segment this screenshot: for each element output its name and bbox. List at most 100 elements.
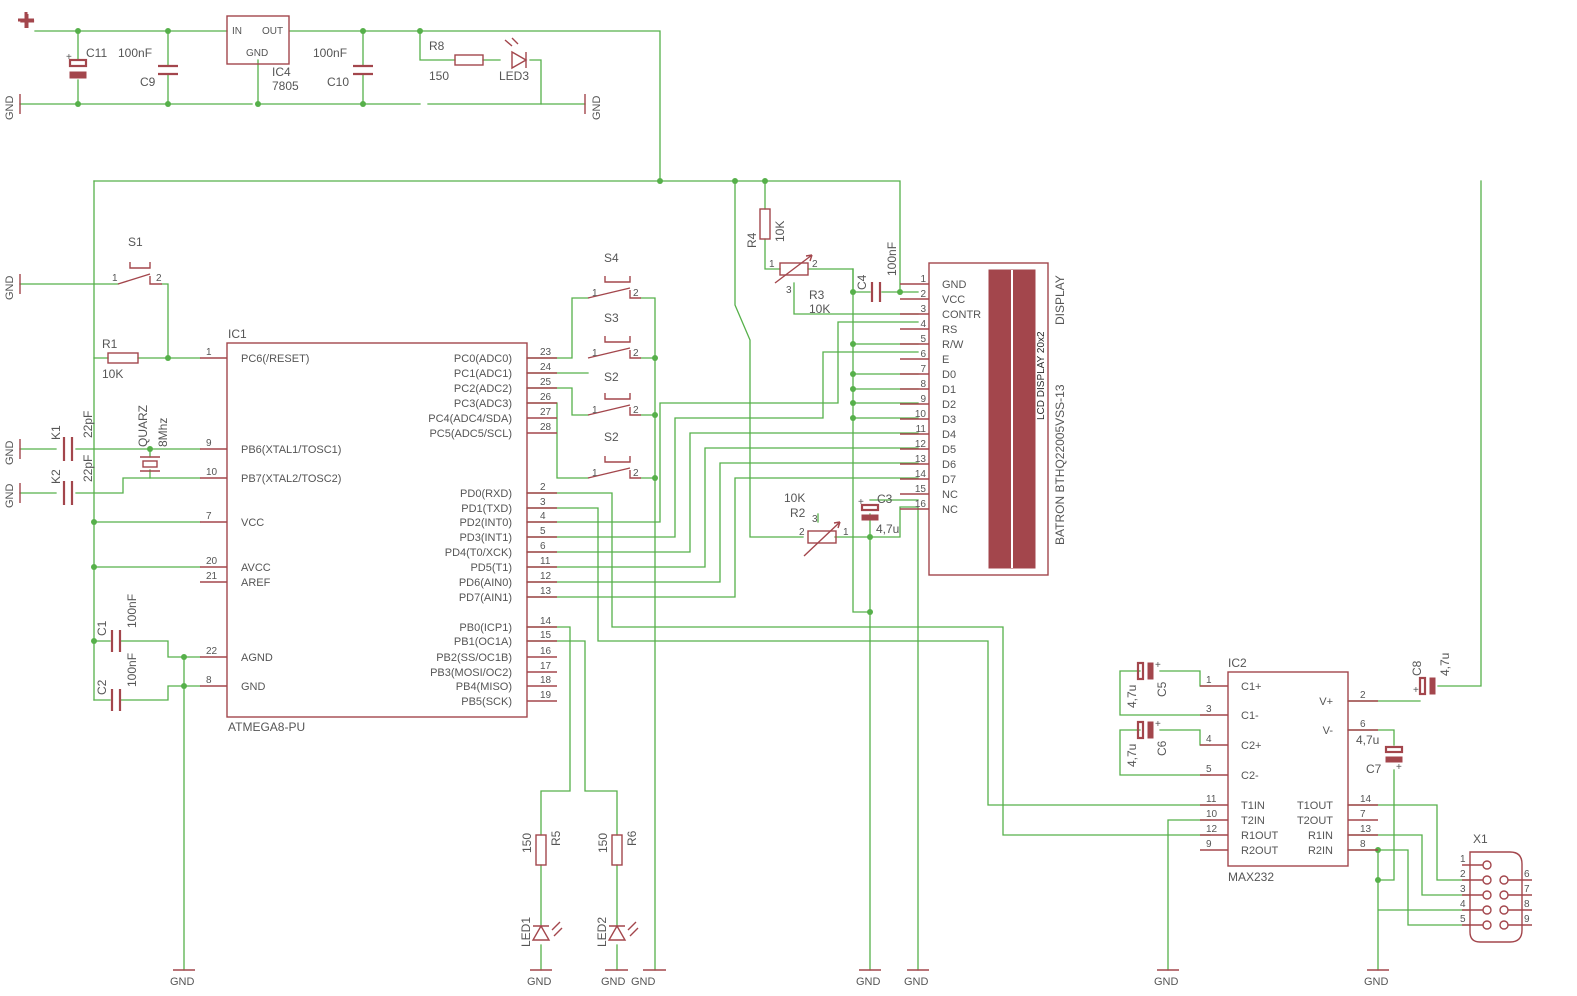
svg-text:10K: 10K [809, 302, 830, 316]
svg-text:2: 2 [633, 405, 639, 416]
ic2-pin-name: R2OUT [1241, 845, 1279, 857]
svg-text:150: 150 [429, 69, 449, 83]
c8-capacitor: + C8 4,7u [1410, 653, 1452, 696]
svg-text:2: 2 [633, 288, 639, 299]
ic2-pin-number: 8 [1360, 839, 1366, 850]
ic1-pin-name: PB5(SCK) [461, 696, 512, 708]
ic1-pin-name: PC4(ADC4/SDA) [428, 413, 512, 425]
x1-pin-circle [1499, 890, 1509, 900]
ic1-pin-number: 22 [206, 646, 218, 657]
svg-text:10K: 10K [773, 221, 787, 242]
ic2-pin-number: 9 [1206, 839, 1212, 850]
ic2-pin-name: T2IN [1241, 815, 1265, 827]
ic1-pin-number: 7 [206, 511, 212, 522]
svg-text:S1: S1 [128, 235, 143, 249]
quartz-crystal: QUARZ 8Mhz [136, 405, 170, 472]
ic1-pin-name: PB1(OC1A) [454, 636, 512, 648]
led1-diode: LED1 [519, 917, 563, 947]
ic1-pin-name: PD0(RXD) [460, 488, 512, 500]
r3-potentiometer: 1 2 3 R3 10K [769, 254, 830, 316]
ic1-pin-name: PC1(ADC1) [454, 368, 512, 380]
svg-text:1: 1 [592, 348, 598, 359]
svg-text:1: 1 [843, 527, 849, 538]
gnd-label: GND [1364, 976, 1389, 988]
ic1-pin-number: 15 [540, 630, 552, 641]
ic1-pin-name: GND [241, 681, 266, 693]
svg-text:MAX232: MAX232 [1228, 870, 1274, 884]
svg-text:+: + [858, 497, 864, 508]
ic1-pin-number: 19 [540, 690, 552, 701]
x1-pin-number: 5 [1460, 914, 1466, 925]
lcd-pin-name: R/W [942, 339, 964, 351]
ground-symbols: GND GND GND GND GND GND GND GND GND GND … [4, 94, 1389, 988]
led3-diode: LED3 [499, 37, 529, 83]
lcd-display: DISPLAY BATRON BTHQ22005VSS-13 LCD DISPL… [900, 262, 1067, 576]
svg-text:R6: R6 [625, 830, 639, 846]
ic1-pin-number: 28 [540, 422, 552, 433]
svg-text:S4: S4 [604, 251, 619, 265]
c9-name: C9 [140, 75, 156, 89]
lcd-pin-number: 11 [916, 424, 927, 435]
r4-resistor: R4 10K [745, 208, 787, 248]
svg-text:C3: C3 [877, 492, 893, 506]
ic2-pin-name: T1OUT [1297, 800, 1333, 812]
svg-text:ATMEGA8-PU: ATMEGA8-PU [228, 720, 305, 734]
ic1-pin-name: PC5(ADC5/SCL) [429, 428, 512, 440]
gnd-label: GND [4, 484, 16, 509]
ic2-pin-number: 12 [1206, 824, 1218, 835]
ic1-pin-name: AREF [241, 577, 271, 589]
svg-text:3: 3 [812, 514, 818, 525]
lcd-pin-number: 8 [920, 379, 926, 390]
x1-pin-number: 2 [1460, 869, 1466, 880]
r2-potentiometer: 2 1 3 10K R2 [784, 491, 849, 557]
x1-pin-circle [1482, 875, 1492, 885]
ic1-pin-number: 12 [540, 571, 552, 582]
gnd-label: GND [591, 96, 603, 121]
ic1-pin-name: PC3(ADC3) [454, 398, 512, 410]
svg-text:K2: K2 [49, 469, 63, 484]
r6-resistor: 150 R6 [596, 830, 639, 866]
lcd-pin-number: 4 [920, 319, 926, 330]
ic1-pin-number: 14 [540, 616, 552, 627]
led2-diode: LED2 [595, 917, 639, 947]
s3-switch: S3 1 2 [587, 311, 641, 359]
svg-text:R1: R1 [102, 337, 118, 351]
ic1-pin-number: 4 [540, 511, 546, 522]
lcd-pin-number: 3 [920, 304, 926, 315]
ic2-pin-name: V+ [1319, 696, 1333, 708]
supply-plus-symbol [18, 12, 34, 28]
svg-text:100nF: 100nF [125, 594, 139, 628]
ic1-pin-number: 27 [540, 407, 552, 418]
ic1-pin-number: 11 [540, 556, 551, 567]
x1-pin-number: 9 [1524, 914, 1530, 925]
c6-capacitor: + C6 4,7u [1125, 719, 1169, 767]
svg-text:22pF: 22pF [81, 455, 95, 482]
r1-resistor: R1 10K [102, 337, 139, 381]
ic1-pin-name: PB3(MOSI/OC2) [430, 667, 512, 679]
svg-text:2: 2 [633, 468, 639, 479]
svg-text:IC2: IC2 [1228, 656, 1247, 670]
svg-text:22pF: 22pF [81, 411, 95, 438]
svg-text:1: 1 [592, 288, 598, 299]
ic2-pin-name: C2- [1241, 770, 1259, 782]
ic1-pin-name: PD1(TXD) [461, 503, 512, 515]
ic2-pin-number: 10 [1206, 809, 1218, 820]
ic2-pin-number: 11 [1206, 794, 1217, 805]
svg-text:IC1: IC1 [228, 327, 247, 341]
svg-text:2: 2 [812, 259, 818, 270]
svg-text:8Mhz: 8Mhz [156, 418, 170, 447]
ic1-right-pins: 23PC0(ADC0)24PC1(ADC1)25PC2(ADC2)26PC3(A… [428, 347, 557, 708]
gnd-label: GND [4, 276, 16, 301]
x1-pin-circle [1482, 920, 1492, 930]
lcd-pin-name: D6 [942, 459, 956, 471]
x1-pin-circle [1482, 860, 1492, 870]
ic1-pin-number: 26 [540, 392, 552, 403]
lcd-label: LCD DISPLAY 20x2 [1036, 331, 1047, 420]
ic1-pin-number: 16 [540, 646, 552, 657]
svg-text:C8: C8 [1410, 660, 1424, 676]
display-model: BATRON BTHQ22005VSS-13 [1053, 384, 1067, 545]
r8-resistor: R8 150 [429, 39, 484, 83]
c3-capacitor: + C3 4,7u [858, 492, 899, 536]
ic1-pin-name: PB6(XTAL1/TOSC1) [241, 444, 341, 456]
